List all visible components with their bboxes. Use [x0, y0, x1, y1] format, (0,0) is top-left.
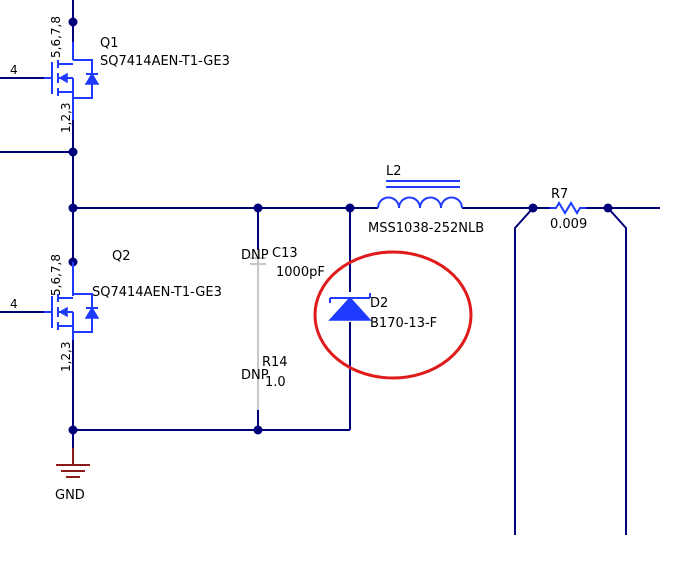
- r14-dnp-label: DNP: [241, 368, 269, 383]
- q2-drain-pins-label: 5,6,7,8: [49, 254, 63, 296]
- junction-dot: [68, 425, 78, 435]
- wires: [0, 0, 660, 535]
- q2-source-pins-label: 1,2,3: [59, 341, 73, 372]
- inductor-l2[interactable]: [377, 180, 463, 209]
- q2-part-label: SQ7414AEN-T1-GE3: [92, 285, 222, 300]
- gnd-label: GND: [55, 488, 85, 503]
- c13-dnp-label: DNP: [241, 248, 269, 263]
- highlight-ellipse: [313, 250, 473, 380]
- q1-drain-pins-label: 5,6,7,8: [49, 16, 63, 58]
- q1-part-label: SQ7414AEN-T1-GE3: [100, 54, 230, 69]
- r14-ref-label: R14: [262, 355, 288, 370]
- q2-gate-pin-label: 4: [10, 297, 18, 311]
- junction-dot: [68, 17, 78, 27]
- junction-dot: [345, 203, 355, 213]
- c13-value-label: 1000pF: [276, 265, 325, 280]
- l2-part-label: MSS1038-252NLB: [368, 221, 484, 236]
- q2-ref-label: Q2: [112, 249, 131, 264]
- junction-dot: [68, 147, 78, 157]
- mosfet-q2[interactable]: [44, 262, 100, 340]
- junction-dot: [68, 203, 78, 213]
- resistor-r7[interactable]: [550, 201, 586, 215]
- mosfet-q1[interactable]: [44, 42, 100, 120]
- r14-value-label: 1.0: [265, 375, 286, 390]
- capacitor-c13[interactable]: [250, 250, 266, 345]
- d2-ref-label: D2: [370, 296, 388, 311]
- junction-dot: [253, 203, 263, 213]
- l2-ref-label: L2: [386, 164, 402, 179]
- q1-ref-label: Q1: [100, 36, 119, 51]
- q1-source-pins-label: 1,2,3: [59, 102, 73, 133]
- r7-ref-label: R7: [551, 187, 568, 202]
- r7-value-label: 0.009: [550, 217, 587, 232]
- c13-ref-label: C13: [272, 246, 298, 261]
- junction-dot: [528, 203, 538, 213]
- junction-dot: [253, 425, 263, 435]
- junction-dot: [603, 203, 613, 213]
- d2-part-label: B170-13-F: [370, 316, 437, 331]
- diode-d2[interactable]: [328, 293, 372, 321]
- q1-gate-pin-label: 4: [10, 63, 18, 77]
- ground-symbol: [56, 448, 90, 478]
- junction-dots: [68, 17, 613, 435]
